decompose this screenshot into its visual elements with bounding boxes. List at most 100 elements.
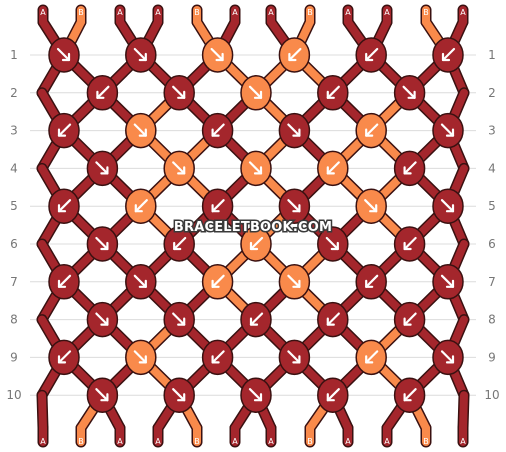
- knot: [393, 377, 426, 413]
- knot: [317, 226, 349, 262]
- knot-direction-arrow-icon: [172, 85, 186, 99]
- knot-direction-arrow-icon: [172, 388, 186, 402]
- bottom-string-letter: A: [384, 437, 390, 446]
- knot: [201, 37, 234, 73]
- bottom-string-letter: A: [155, 437, 161, 446]
- knot-direction-arrow-icon: [211, 274, 225, 288]
- knot: [317, 75, 349, 111]
- knot-direction-arrow-icon: [211, 199, 225, 213]
- knot-direction-arrowhead-icon: [253, 393, 263, 402]
- knot: [317, 301, 349, 338]
- knot-direction-arrowhead-icon: [445, 204, 455, 213]
- knot-direction-arrow-icon: [248, 161, 263, 175]
- top-string-letter: B: [307, 8, 313, 17]
- top-string-letter: A: [268, 8, 274, 17]
- knot-direction-arrowhead-icon: [441, 52, 451, 62]
- knot-direction-arrowhead-icon: [211, 128, 220, 137]
- knot-direction-arrow-icon: [95, 161, 109, 175]
- knot-direction-arrowhead-icon: [403, 317, 412, 326]
- knot: [432, 112, 464, 149]
- knot: [393, 150, 426, 187]
- bottom-string-letter: A: [268, 437, 274, 446]
- knot-direction-arrow-icon: [95, 388, 109, 402]
- knot-direction-arrowhead-icon: [211, 279, 220, 288]
- top-string-letter: A: [117, 8, 123, 17]
- knot: [86, 75, 119, 111]
- knot: [86, 150, 119, 187]
- watermark-text: BRACELETBOOK.COM: [174, 220, 332, 235]
- knot-direction-arrow-icon: [211, 350, 225, 364]
- knot-direction-arrow-icon: [403, 312, 417, 326]
- knot-direction-arrowhead-icon: [445, 355, 455, 364]
- knot-direction-arrow-icon: [173, 236, 187, 251]
- bottom-string-letter: A: [232, 437, 238, 446]
- knot-direction-arrowhead-icon: [365, 279, 374, 288]
- knot-direction-arrow-icon: [402, 85, 416, 99]
- knot: [201, 188, 234, 224]
- knot-direction-arrowhead-icon: [326, 90, 335, 99]
- knot-direction-arrow-icon: [326, 388, 340, 402]
- knot-direction-arrowhead-icon: [215, 52, 224, 62]
- knot: [48, 112, 80, 149]
- knot-direction-arrowhead-icon: [100, 393, 109, 402]
- knot-direction-arrow-icon: [364, 199, 378, 213]
- row-number-left: 1: [10, 48, 18, 62]
- knot-direction-arrow-icon: [287, 199, 301, 213]
- knot-direction-arrow-icon: [133, 47, 147, 62]
- knot-direction-arrowhead-icon: [403, 166, 412, 175]
- knot: [125, 339, 157, 376]
- knot-direction-arrow-icon: [441, 47, 456, 62]
- knot-direction-arrow-icon: [326, 161, 340, 175]
- knot: [317, 150, 349, 187]
- knot-direction-arrow-icon: [172, 161, 186, 175]
- knot: [163, 226, 195, 262]
- knot-direction-arrowhead-icon: [369, 204, 378, 213]
- knot-direction-arrow-icon: [249, 236, 264, 251]
- knot-direction-arrow-icon: [325, 236, 339, 251]
- knot-direction-arrowhead-icon: [177, 166, 186, 175]
- knot: [393, 226, 426, 262]
- knot-direction-arrowhead-icon: [365, 355, 374, 364]
- row-number-right: 8: [488, 313, 496, 327]
- knot: [125, 37, 157, 73]
- knot-direction-arrow-icon: [57, 199, 72, 213]
- knot-direction-arrowhead-icon: [326, 317, 335, 326]
- bottom-string-letter: A: [345, 437, 351, 446]
- knot-direction-arrow-icon: [440, 274, 455, 288]
- row-number-left: 4: [10, 161, 18, 175]
- knot-direction-arrowhead-icon: [403, 241, 412, 251]
- knot-direction-arrowhead-icon: [100, 241, 109, 251]
- knot-direction-arrowhead-icon: [403, 393, 412, 402]
- knot-direction-arrow-icon: [172, 312, 186, 326]
- row-number-left: 9: [10, 350, 18, 364]
- knot-direction-arrow-icon: [403, 161, 417, 175]
- knot: [163, 150, 195, 187]
- knot: [432, 264, 464, 300]
- knot-direction-arrowhead-icon: [365, 128, 374, 137]
- row-number-left: 7: [10, 275, 18, 289]
- knot-direction-arrowhead-icon: [173, 241, 182, 251]
- bottom-string-letter: B: [307, 437, 313, 446]
- row-number-right: 10: [484, 388, 499, 402]
- knot-direction-arrow-icon: [248, 85, 263, 99]
- knot: [355, 37, 387, 73]
- knot-direction-arrowhead-icon: [292, 128, 301, 137]
- knot-direction-arrowhead-icon: [138, 279, 147, 288]
- knot: [393, 301, 426, 338]
- bottom-string-letter: A: [40, 437, 46, 446]
- knot-direction-arrow-icon: [403, 388, 417, 402]
- knot: [432, 188, 464, 224]
- top-string-letter: A: [40, 8, 46, 17]
- row-number-right: 7: [488, 275, 496, 289]
- knot: [432, 339, 464, 376]
- knot-direction-arrowhead-icon: [326, 166, 335, 175]
- knot: [125, 188, 157, 224]
- knot: [163, 377, 195, 413]
- bottom-string-letter: B: [194, 437, 200, 446]
- knot: [278, 339, 311, 376]
- top-string-letter: A: [460, 8, 466, 17]
- row-number-left: 6: [10, 237, 18, 251]
- knot-direction-arrow-icon: [440, 199, 455, 213]
- knot-direction-arrowhead-icon: [138, 52, 147, 62]
